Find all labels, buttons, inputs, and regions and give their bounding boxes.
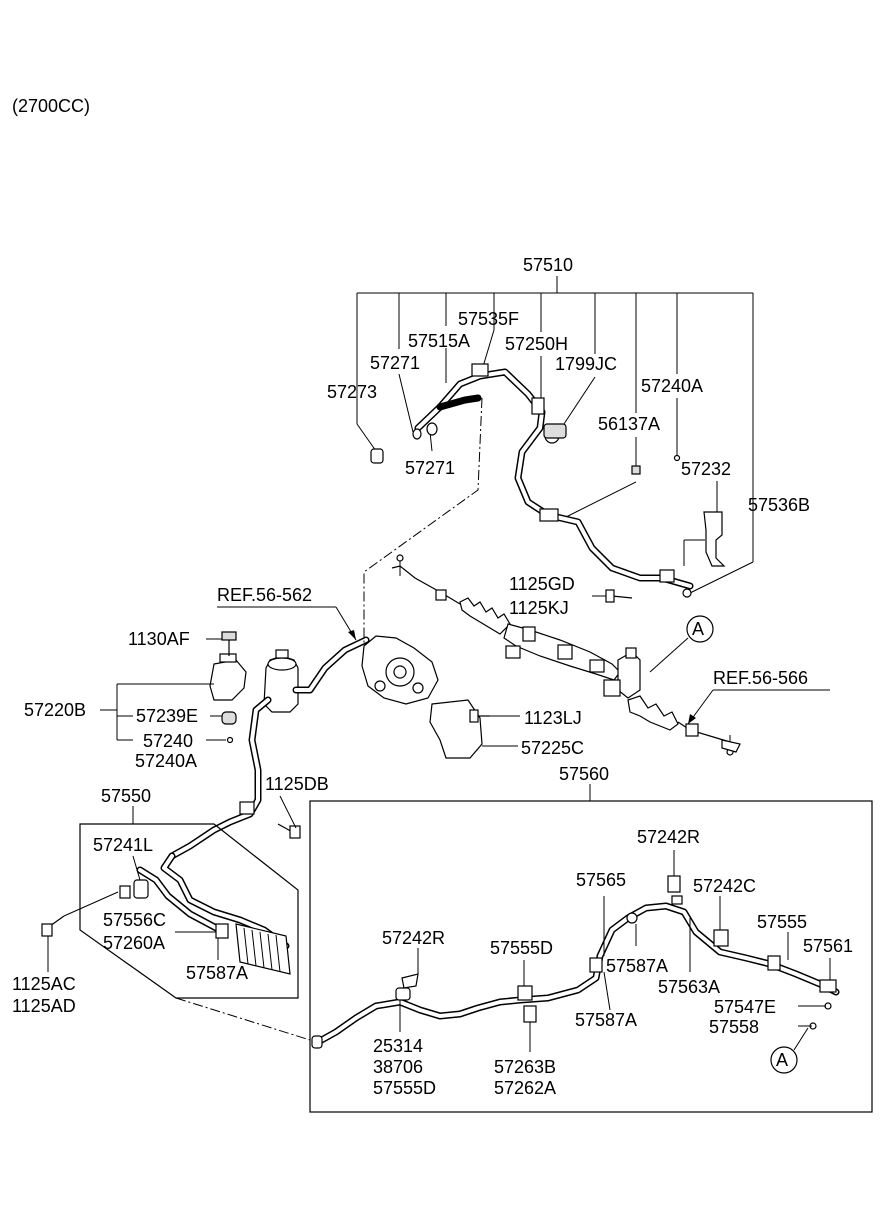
label-57587A-mid: 57587A	[606, 956, 668, 976]
label-57535F: 57535F	[458, 309, 519, 329]
label-57242R-right: 57242R	[637, 827, 700, 847]
label-1125DB: 1125DB	[265, 774, 329, 794]
label-57240A-lower: 57240A	[135, 751, 197, 771]
label-57547E: 57547E	[714, 997, 776, 1017]
label-57555: 57555	[757, 912, 807, 932]
label-57536B: 57536B	[748, 495, 810, 515]
label-25314: 25314	[373, 1036, 423, 1056]
label-57262A: 57262A	[494, 1078, 556, 1098]
label-57561: 57561	[803, 936, 853, 956]
label-57225C: 57225C	[521, 738, 584, 758]
label-57587A-low: 57587A	[575, 1010, 637, 1030]
label-57550: 57550	[101, 786, 151, 806]
label-57510: 57510	[523, 255, 573, 275]
label-1123LJ: 1123LJ	[524, 708, 582, 728]
steering-gear-assembly: A	[391, 554, 741, 756]
label-57515A: 57515A	[408, 331, 470, 351]
label-57556C: 57556C	[103, 910, 166, 930]
label-57240: 57240	[143, 731, 193, 751]
label-57220B: 57220B	[24, 700, 86, 720]
label-57587A-cooler: 57587A	[186, 963, 248, 983]
ref-56-562: REF.56-562	[217, 585, 312, 605]
label-38706: 38706	[373, 1057, 423, 1077]
return-line-group: A	[309, 784, 873, 1113]
label-1125AC: 1125AC	[12, 974, 76, 994]
label-57565: 57565	[576, 870, 626, 890]
label-57560: 57560	[559, 764, 609, 784]
pump-and-reservoir	[168, 397, 490, 860]
callout-a-top: A	[692, 619, 704, 639]
label-57260A: 57260A	[103, 933, 165, 953]
label-57273: 57273	[327, 382, 377, 402]
label-57239E: 57239E	[136, 706, 198, 726]
engine-label: (2700CC)	[12, 96, 90, 116]
callout-a-bottom: A	[776, 1050, 788, 1070]
label-57242R-left: 57242R	[382, 928, 445, 948]
label-57271-lower: 57271	[405, 458, 455, 478]
label-57240A-upper: 57240A	[641, 376, 703, 396]
label-57263B: 57263B	[494, 1057, 556, 1077]
label-1125GD: 1125GD	[509, 574, 575, 594]
label-1125KJ: 1125KJ	[509, 598, 569, 618]
ref-56-566: REF.56-566	[713, 668, 808, 688]
label-1130AF: 1130AF	[128, 629, 190, 649]
label-57232: 57232	[681, 459, 731, 479]
label-56137A: 56137A	[598, 414, 660, 434]
label-57558: 57558	[709, 1017, 759, 1037]
label-57242C: 57242C	[693, 876, 756, 896]
pressure-hose-group	[356, 276, 754, 598]
label-57563A: 57563A	[658, 977, 720, 997]
label-57555D-bottom: 57555D	[373, 1078, 436, 1098]
label-1125AD: 1125AD	[12, 996, 76, 1016]
label-57555D-top: 57555D	[490, 938, 553, 958]
label-57250H: 57250H	[505, 334, 568, 354]
label-1799JC: 1799JC	[555, 354, 617, 374]
label-57241L: 57241L	[93, 835, 153, 855]
oil-cooler-group	[41, 806, 311, 1041]
label-57271-upper: 57271	[370, 353, 420, 373]
